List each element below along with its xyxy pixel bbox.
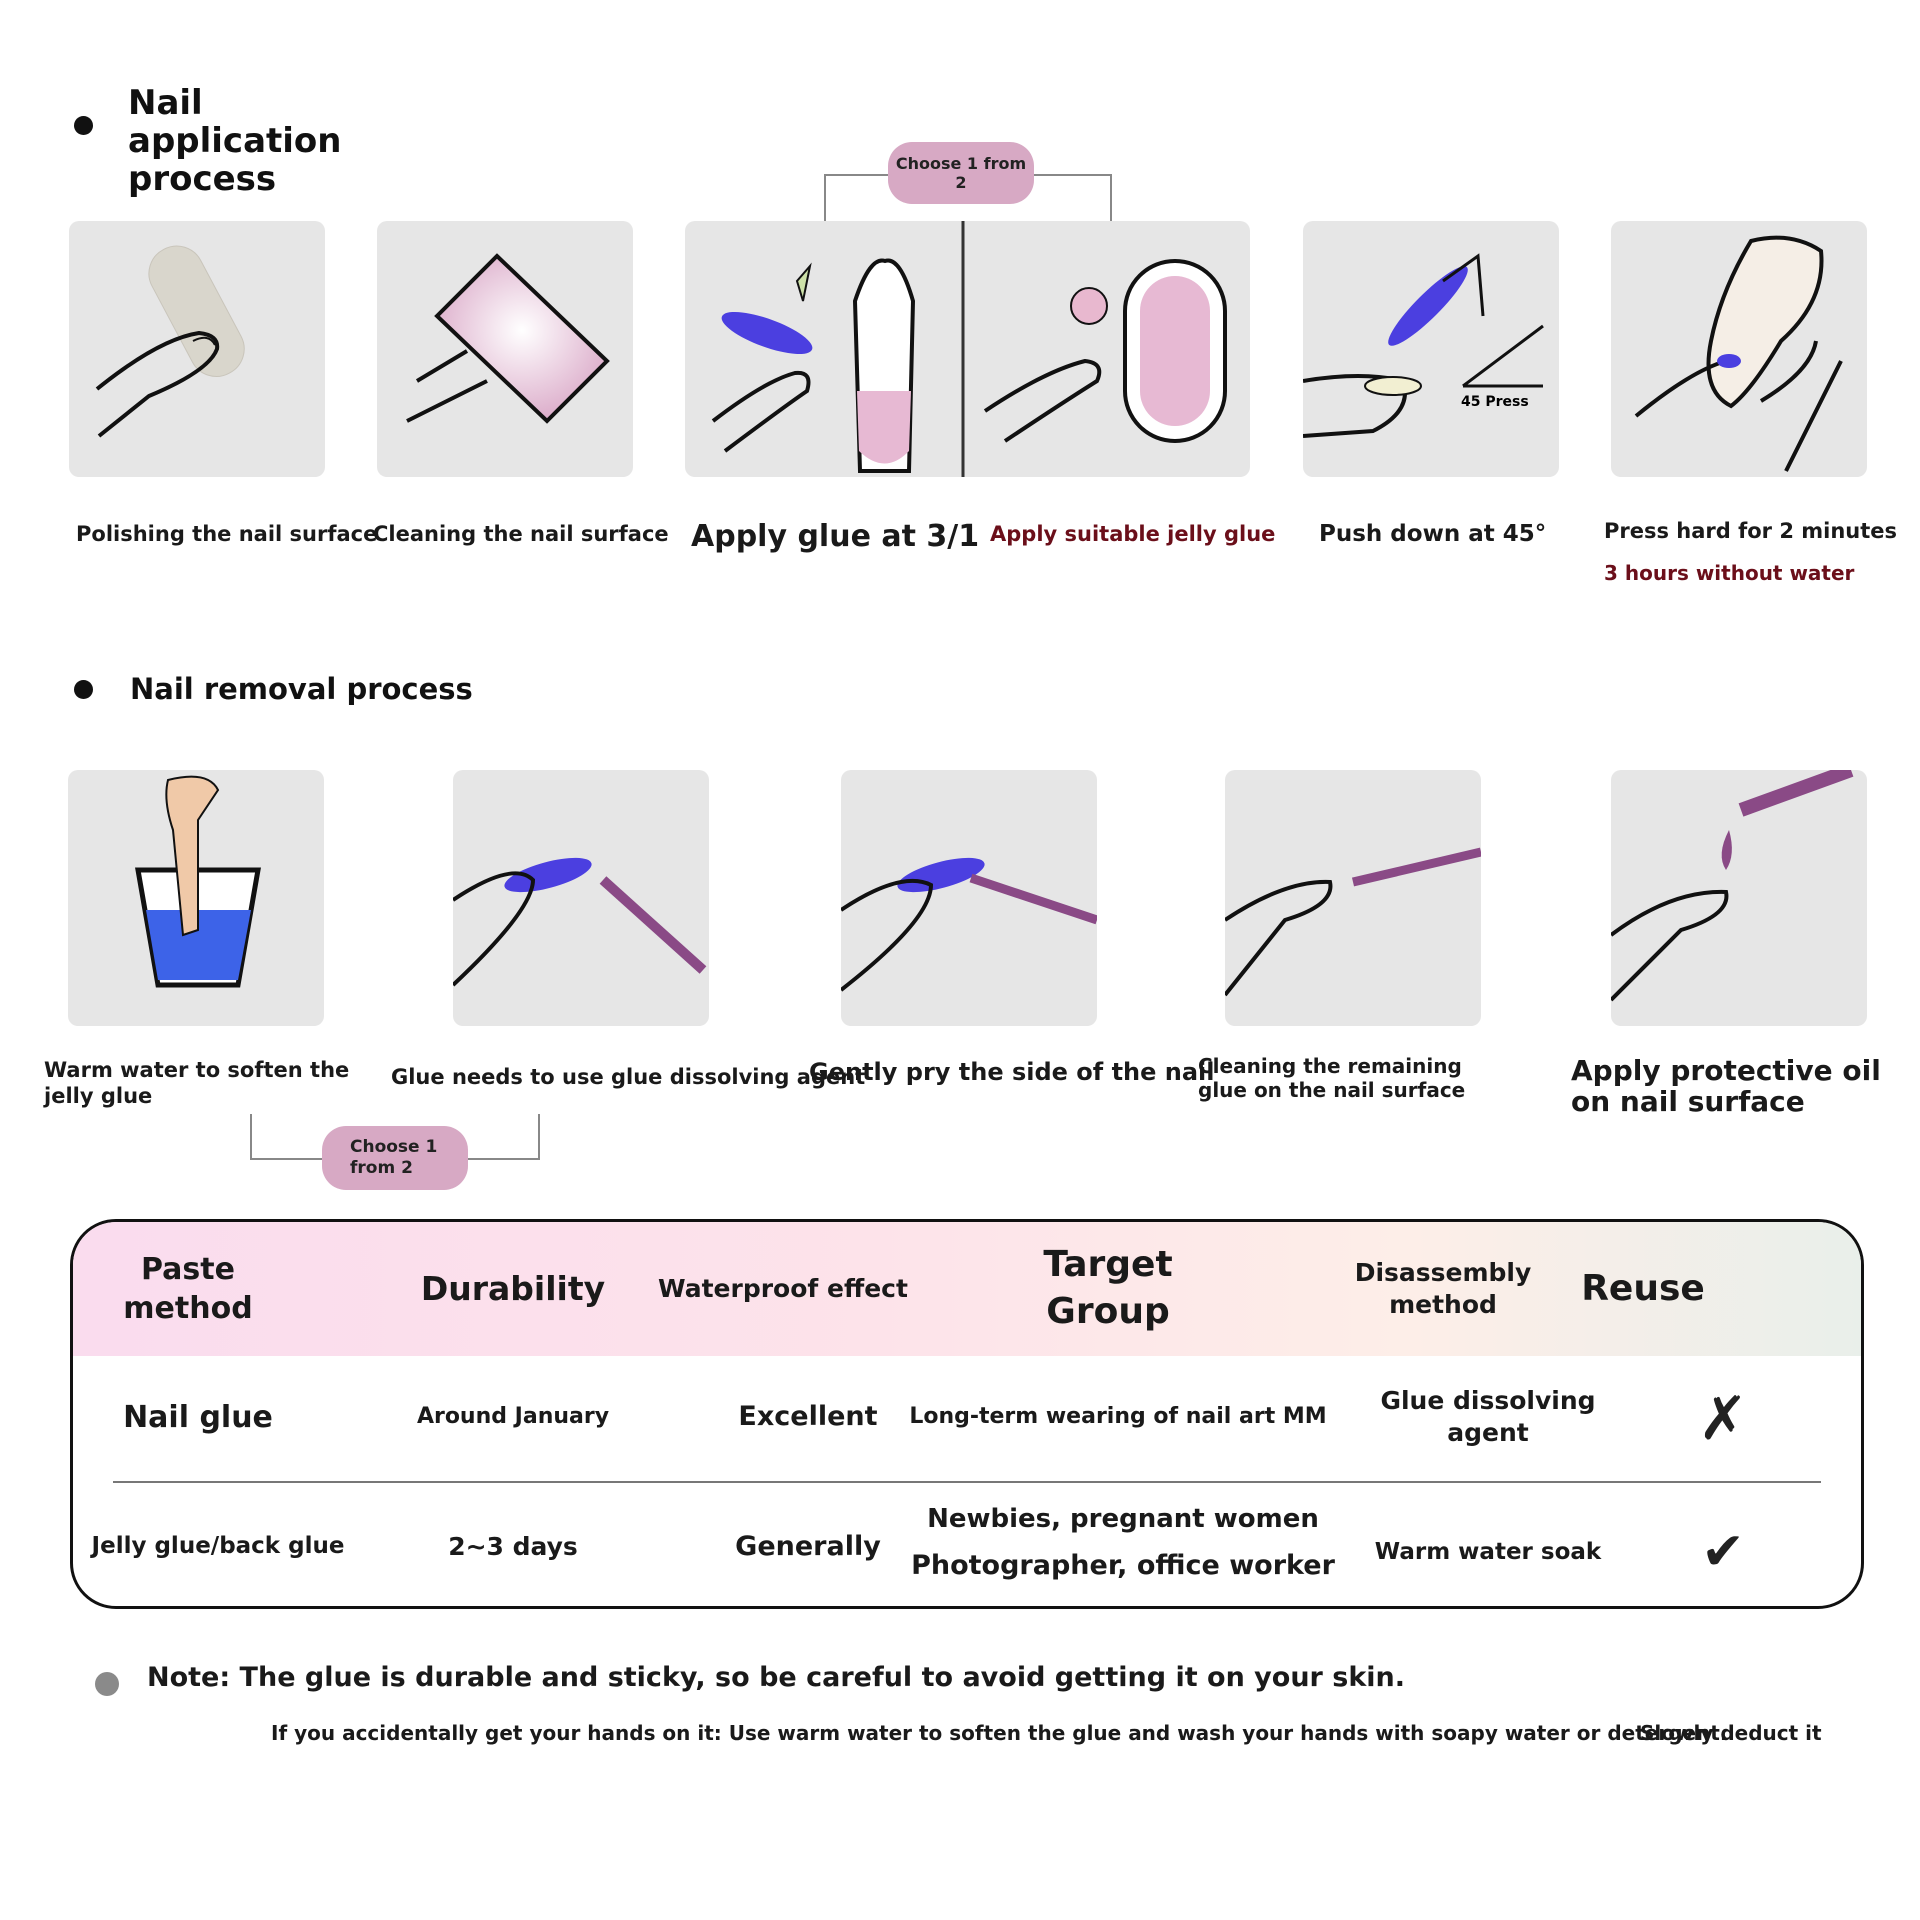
cell-waterproof: Generally bbox=[735, 1531, 881, 1563]
step-caption: Gently pry the side of the nail bbox=[809, 1058, 1215, 1086]
cell-target-line2: Photographer, office worker bbox=[911, 1550, 1335, 1582]
step-image-polishing bbox=[69, 221, 325, 477]
step-caption: Push down at 45° bbox=[1319, 521, 1547, 547]
note-title: Note: The glue is durable and sticky, so… bbox=[147, 1662, 1406, 1693]
section-bullet bbox=[74, 116, 93, 135]
cell-target-line1: Newbies, pregnant women bbox=[927, 1504, 1319, 1535]
note-detail: If you accidentally get your hands on it… bbox=[271, 1721, 1728, 1745]
header-target-group: Target Group bbox=[1043, 1244, 1173, 1332]
step-caption: Cleaning the remaining glue on the nail … bbox=[1198, 1054, 1466, 1102]
choose-pill: Choose 1 from 2 bbox=[322, 1126, 468, 1190]
step-image-press bbox=[1611, 221, 1867, 477]
step-caption: Polishing the nail surface bbox=[76, 522, 378, 546]
header-durability: Durability bbox=[420, 1268, 606, 1308]
step-image-clean-residue bbox=[1225, 770, 1481, 1026]
header-paste-method: Paste method bbox=[123, 1252, 253, 1326]
step-caption: Apply suitable jelly glue bbox=[990, 522, 1276, 546]
step-subcaption: 3 hours without water bbox=[1604, 561, 1855, 585]
comparison-table: Paste method Durability Waterproof effec… bbox=[70, 1219, 1864, 1609]
cell-waterproof: Excellent bbox=[738, 1401, 878, 1433]
note-bullet bbox=[95, 1672, 119, 1696]
step-image-pry bbox=[841, 770, 1097, 1026]
step-image-oil bbox=[1611, 770, 1867, 1026]
step-image-soak bbox=[68, 770, 324, 1026]
step-caption: Warm water to soften the jelly glue bbox=[44, 1058, 350, 1108]
check-icon: ✔ bbox=[1701, 1522, 1745, 1583]
step-caption: Cleaning the nail surface bbox=[373, 522, 669, 546]
cell-durability: 2~3 days bbox=[448, 1531, 578, 1561]
cell-disassembly: Glue dissolving agent bbox=[1380, 1385, 1596, 1448]
removal-heading: Nail removal process bbox=[130, 672, 473, 706]
step-caption: Press hard for 2 minutes bbox=[1604, 519, 1898, 543]
step-image-cleaning bbox=[377, 221, 633, 477]
cross-icon: ✗ bbox=[1697, 1384, 1749, 1454]
choose-pill: Choose 1 from 2 bbox=[888, 142, 1034, 204]
step-image-push: 45 Press bbox=[1303, 221, 1559, 477]
application-heading: Nail application process bbox=[128, 83, 342, 199]
header-waterproof: Waterproof effect bbox=[658, 1273, 908, 1303]
cell-method: Jelly glue/back glue bbox=[91, 1533, 345, 1560]
header-disassembly: Disassembly method bbox=[1354, 1257, 1532, 1320]
angle-label: 45 Press bbox=[1461, 394, 1529, 410]
note-aside: Slowly deduct it bbox=[1640, 1721, 1822, 1745]
header-reuse: Reuse bbox=[1581, 1267, 1705, 1309]
cell-durability: Around January bbox=[416, 1403, 610, 1429]
section-bullet bbox=[74, 680, 93, 699]
cell-target: Long-term wearing of nail art MM bbox=[909, 1403, 1327, 1429]
cell-disassembly: Warm water soak bbox=[1374, 1539, 1602, 1566]
step-caption: Apply protective oil on nail surface bbox=[1571, 1054, 1881, 1118]
step-image-glue bbox=[685, 221, 1250, 477]
step-caption: Glue needs to use glue dissolving agent bbox=[391, 1065, 866, 1089]
step-caption: Apply glue at 3/1 bbox=[691, 519, 980, 554]
cell-method: Nail glue bbox=[123, 1399, 273, 1435]
step-image-dissolve bbox=[453, 770, 709, 1026]
row-divider bbox=[113, 1481, 1821, 1483]
table-header bbox=[73, 1222, 1861, 1356]
